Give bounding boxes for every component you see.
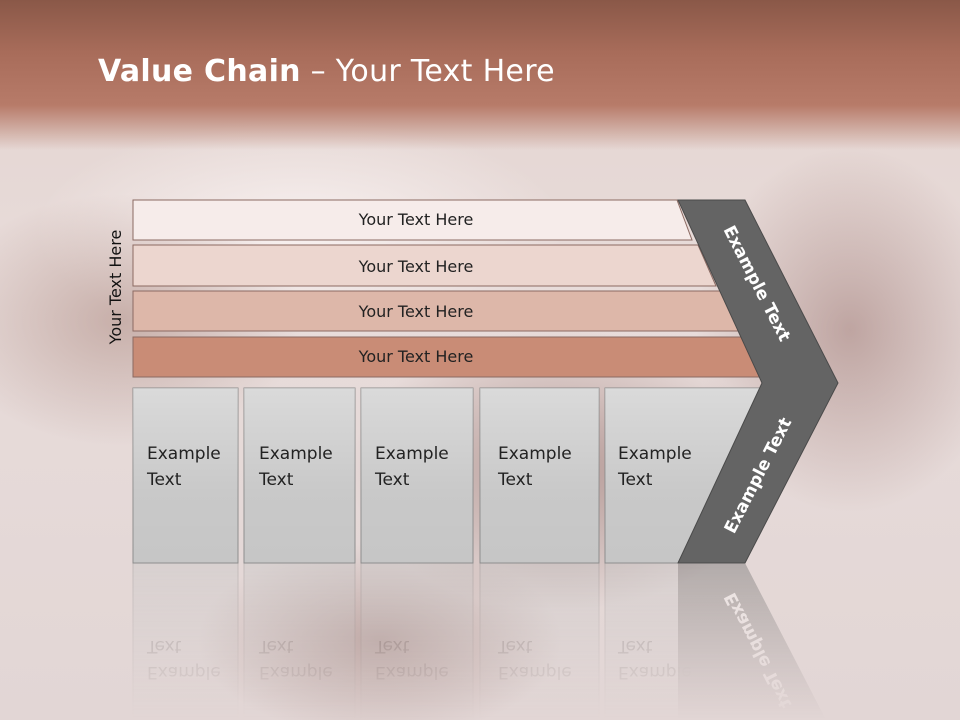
- reflection-text: Example: [618, 662, 692, 682]
- support-row: Your Text Here: [132, 244, 717, 287]
- support-row-label: Your Text Here: [358, 302, 474, 321]
- reflection-text: Example: [147, 662, 221, 682]
- primary-box-line1: Example: [259, 444, 333, 464]
- reflection-text: Example: [259, 662, 333, 682]
- primary-box-line2: Text: [497, 470, 533, 490]
- support-rows: Your Text Here Your Text Here Your Text …: [132, 199, 764, 378]
- reflection-text: Example: [498, 662, 572, 682]
- primary-box-line2: Text: [374, 470, 410, 490]
- primary-box-line2: Text: [146, 470, 182, 490]
- primary-box: Example Text: [243, 387, 356, 564]
- primary-box: Example Text: [479, 387, 600, 564]
- title-rest: – Your Text Here: [300, 54, 555, 89]
- primary-box-line2: Text: [258, 470, 294, 490]
- primary-box: Example Text: [132, 387, 239, 564]
- side-label: Your Text Here: [106, 230, 125, 346]
- primary-box: Example Text: [360, 387, 474, 564]
- primary-boxes: Example Text Example Text Example Text E…: [132, 387, 763, 564]
- reflection-text: Text: [146, 636, 182, 656]
- support-row: Your Text Here: [132, 336, 764, 378]
- header-band: [0, 0, 960, 150]
- reflection-text: Text: [617, 636, 653, 656]
- primary-box-line1: Example: [147, 444, 221, 464]
- page-title: Value Chain – Your Text Here: [98, 54, 555, 89]
- primary-box-line1: Example: [375, 444, 449, 464]
- primary-box: Example Text: [604, 387, 763, 564]
- support-row-shape: [132, 199, 693, 241]
- primary-box-line1: Example: [618, 444, 692, 464]
- support-row: Your Text Here: [132, 199, 693, 241]
- title-bold: Value Chain: [98, 54, 301, 89]
- support-row-label: Your Text Here: [358, 347, 474, 366]
- reflection: Example Text Example Text Example Text E…: [132, 562, 827, 720]
- reflection-text: Text: [258, 636, 294, 656]
- support-row-shape: [132, 244, 717, 287]
- reflection-text: Text: [374, 636, 410, 656]
- support-row-label: Your Text Here: [358, 257, 474, 276]
- support-row-label: Your Text Here: [358, 210, 474, 229]
- support-row: Your Text Here: [132, 290, 740, 332]
- reflection-text: Text: [497, 636, 533, 656]
- primary-box-line1: Example: [498, 444, 572, 464]
- primary-box-line2: Text: [617, 470, 653, 490]
- reflection-text: Example: [375, 662, 449, 682]
